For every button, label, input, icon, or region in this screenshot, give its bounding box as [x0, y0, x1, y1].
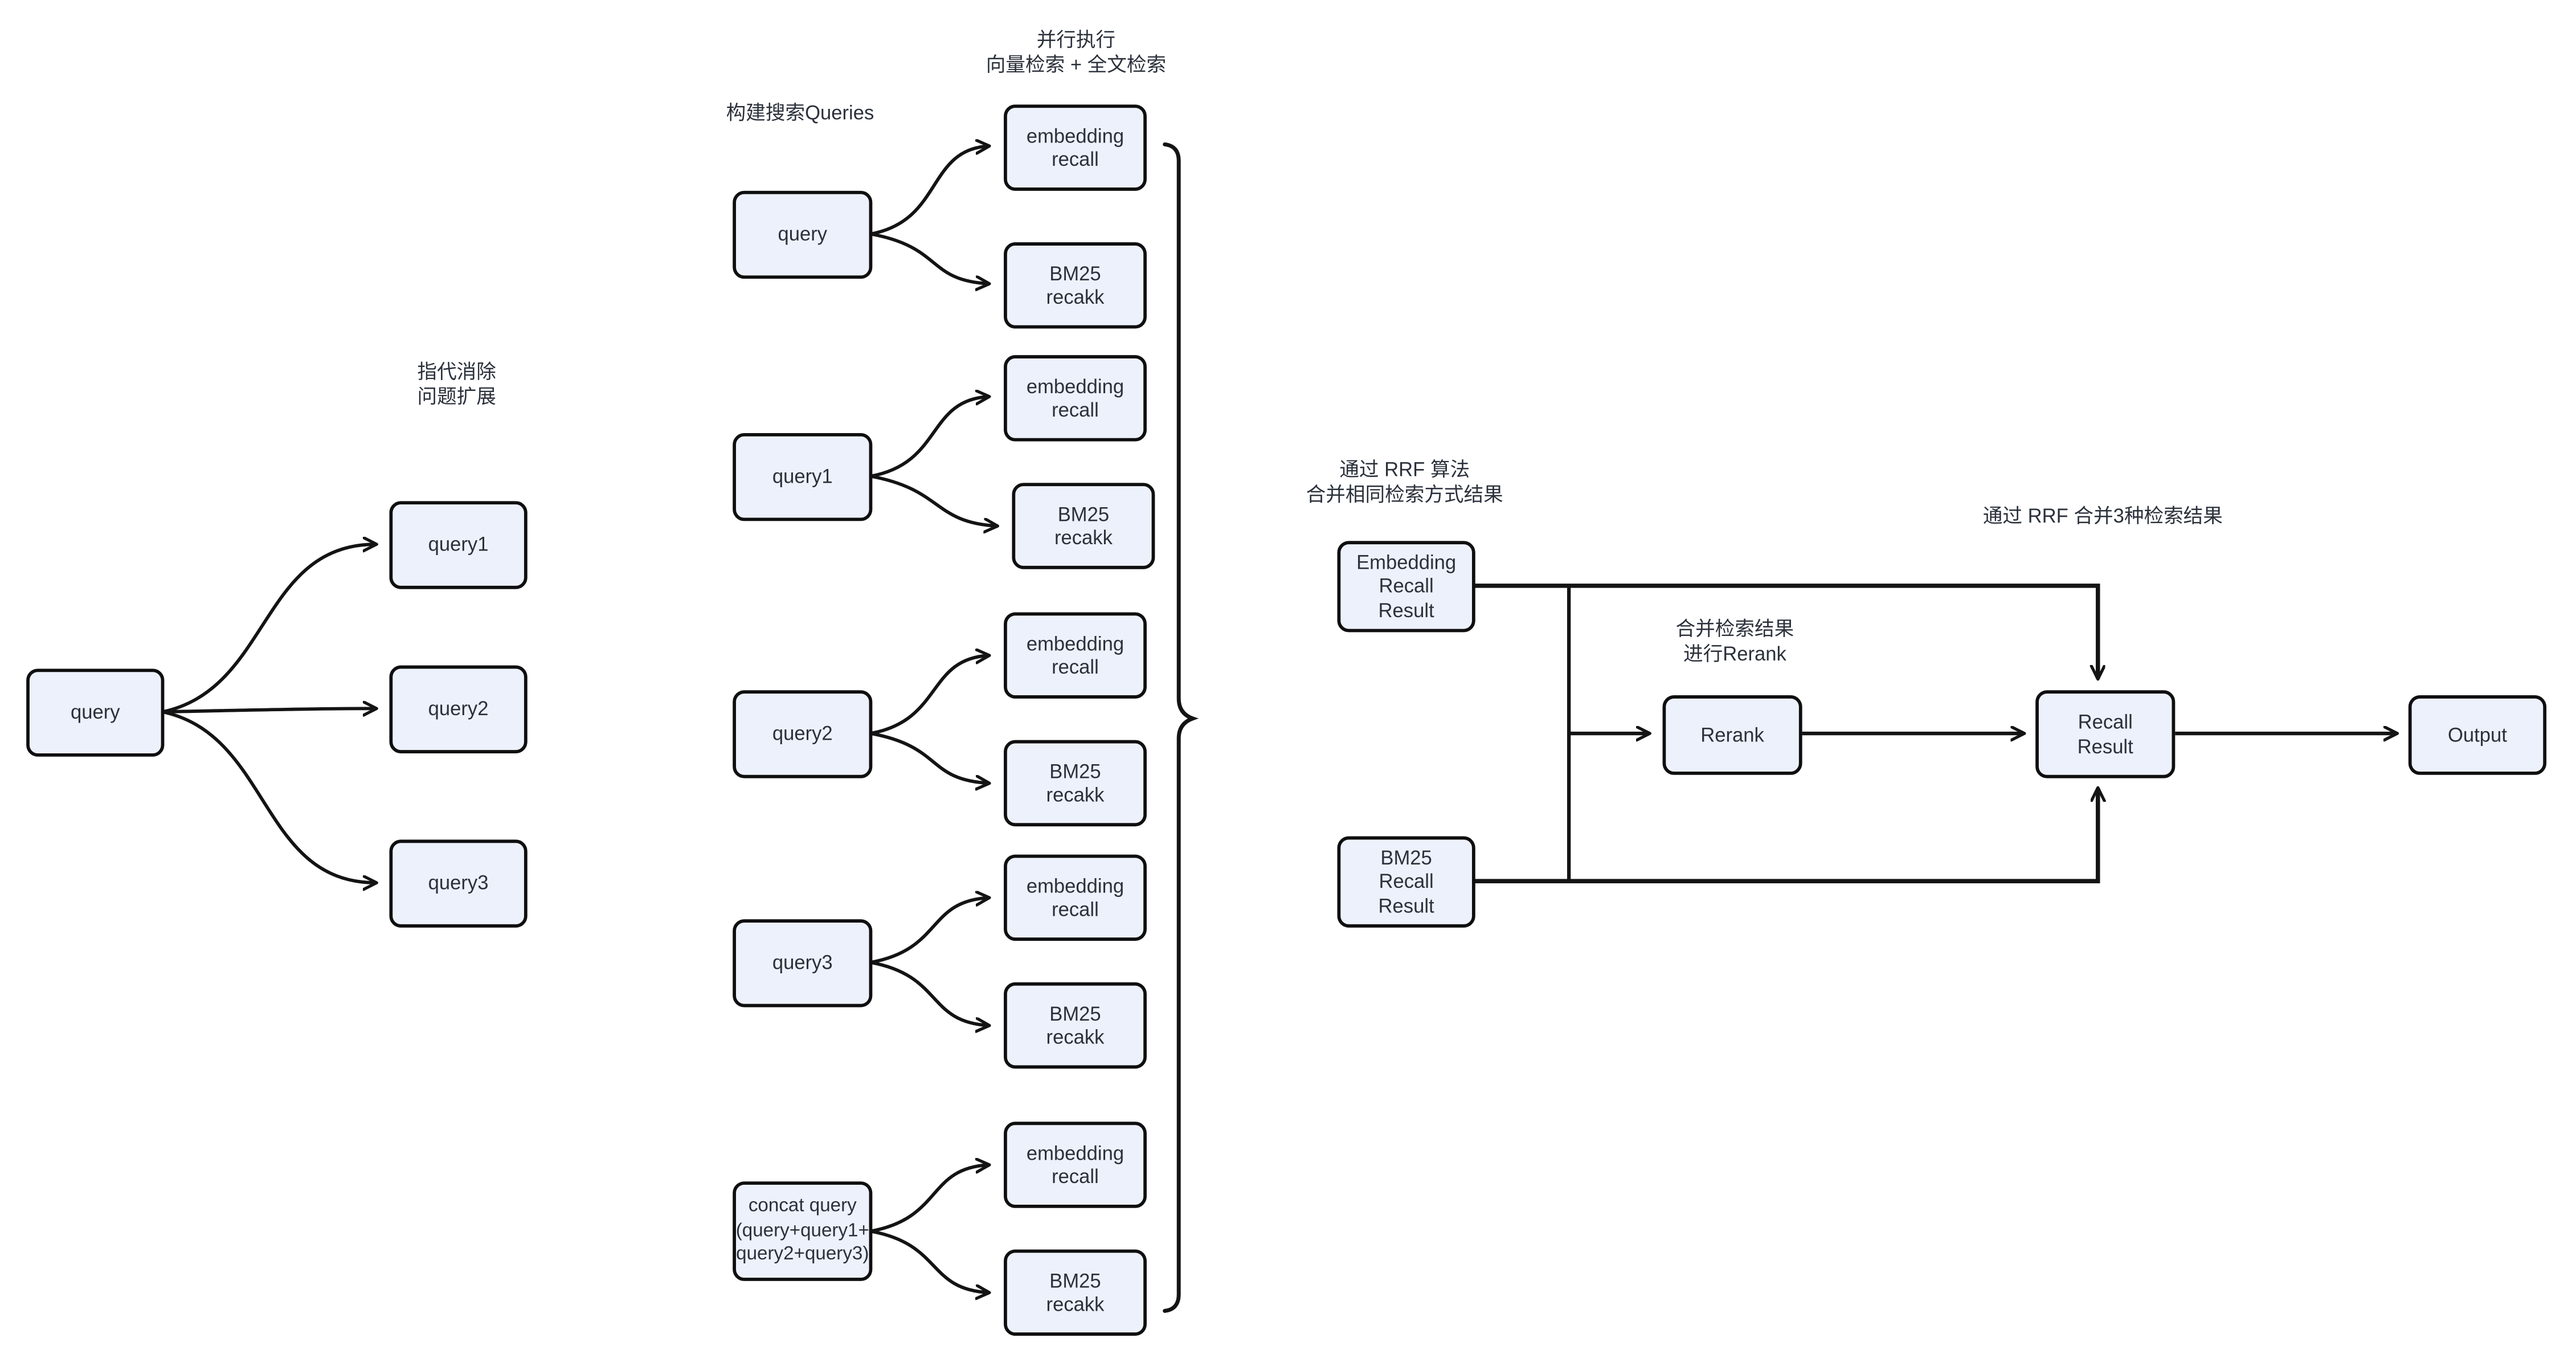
node-embedding-recall-1: embedding recall [1004, 104, 1147, 191]
node-query1: query1 [389, 501, 528, 589]
edge-middle-fans [870, 146, 997, 1292]
node-bm25-recall-4: BM25 recakk [1004, 982, 1147, 1069]
annotation-rrf-merge-three: 通过 RRF 合并3种检索结果 [1982, 504, 2223, 528]
node-query2: query2 [389, 665, 528, 753]
edge-right-flow [1473, 584, 2397, 883]
node-bm25-recall-result: BM25 Recall Result [1337, 836, 1475, 928]
node-bm25-recall-5: BM25 recakk [1004, 1249, 1147, 1336]
node-embedding-recall-5: embedding recall [1004, 1121, 1147, 1208]
annotation-parallel-exec: 并行执行 向量检索 + 全文检索 [986, 28, 1167, 76]
node-rerank: Rerank [1662, 695, 1802, 775]
node-mid-query: query [733, 190, 873, 279]
annotation-coref-expand: 指代消除 问题扩展 [417, 360, 496, 409]
node-embedding-recall-3: embedding recall [1004, 612, 1147, 699]
node-mid-query2: query2 [733, 690, 873, 778]
node-query3: query3 [389, 839, 528, 928]
node-recall-result: Recall Result [2035, 690, 2176, 778]
node-embedding-recall-4: embedding recall [1004, 854, 1147, 941]
node-embedding-recall-2: embedding recall [1004, 355, 1147, 442]
node-mid-query1: query1 [733, 433, 873, 521]
annotation-build-queries: 构建搜索Queries [726, 101, 874, 125]
node-concat-query: concat query (query+query1+ query2+query… [733, 1181, 873, 1281]
node-bm25-recall-3: BM25 recakk [1004, 740, 1147, 827]
node-query-root: query [26, 668, 165, 757]
node-bm25-recall-2: BM25 recakk [1012, 483, 1155, 569]
edge-left-fan [162, 544, 377, 883]
brace [1163, 142, 1199, 1313]
node-embedding-recall-result: Embedding Recall Result [1337, 541, 1475, 633]
annotation-merge-rerank: 合并检索结果 进行Rerank [1675, 617, 1794, 666]
node-mid-query3: query3 [733, 919, 873, 1008]
annotation-rrf-same-method: 通过 RRF 算法 合并相同检索方式结果 [1306, 458, 1503, 507]
node-output: Output [2408, 695, 2547, 775]
node-bm25-recall-1: BM25 recakk [1004, 242, 1147, 329]
